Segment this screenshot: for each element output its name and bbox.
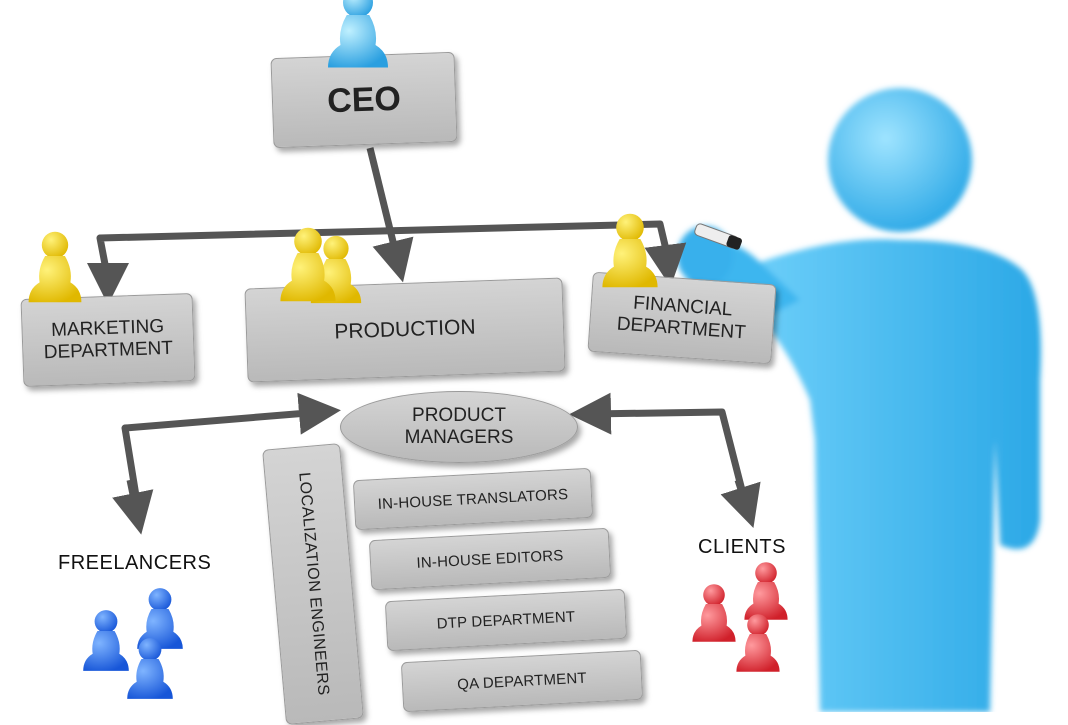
- product-managers-line2: MANAGERS: [404, 427, 514, 448]
- product-managers-line1: PRODUCT: [412, 405, 506, 426]
- in-house-translators-label: IN-HOUSE TRANSLATORS: [377, 485, 569, 513]
- product-managers-ellipse: PRODUCT MANAGERS: [340, 391, 578, 463]
- ceo-box: CEO: [270, 51, 458, 149]
- dtp-department-label: DTP DEPARTMENT: [436, 607, 576, 633]
- freelancers-label: FREELANCERS: [58, 552, 212, 574]
- production-label: PRODUCTION: [334, 315, 476, 344]
- ceo-label: CEO: [326, 79, 402, 120]
- financial-department-box: FINANCIAL DEPARTMENT: [587, 271, 777, 365]
- clients-label: CLIENTS: [698, 536, 786, 558]
- qa-department-label: QA DEPARTMENT: [456, 669, 588, 693]
- production-box: PRODUCTION: [244, 277, 566, 383]
- marketing-label-line2: DEPARTMENT: [43, 337, 174, 364]
- marketing-department-box: MARKETING DEPARTMENT: [20, 293, 196, 387]
- in-house-editors-label: IN-HOUSE EDITORS: [416, 546, 564, 572]
- localization-engineers-label: LOCALIZATION ENGINEERS: [295, 471, 332, 697]
